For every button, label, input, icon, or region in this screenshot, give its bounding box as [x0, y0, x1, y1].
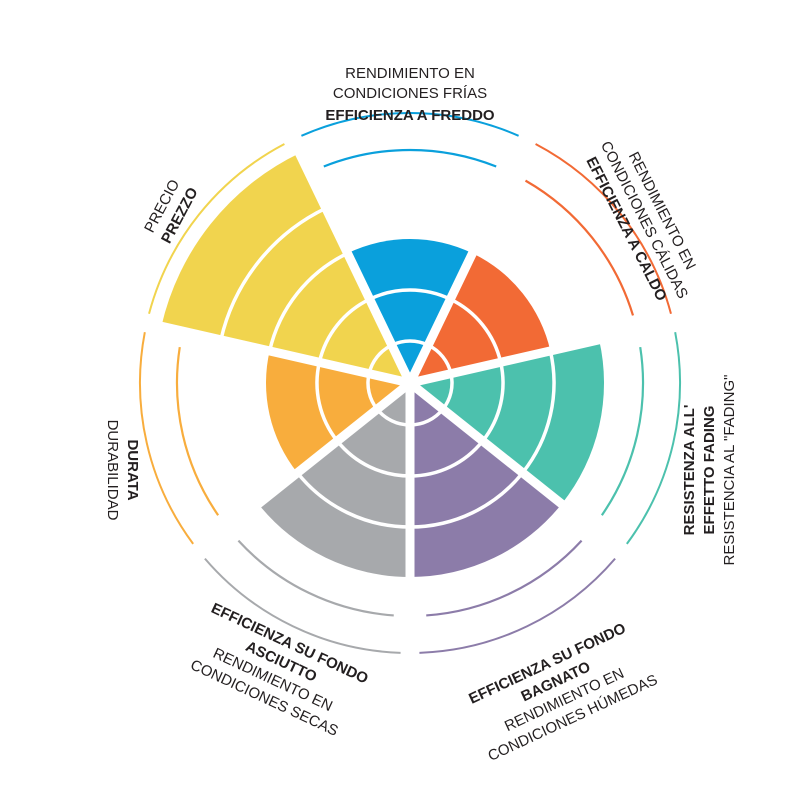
- ring-arc-1-2: [368, 288, 452, 301]
- sector-6: [266, 350, 410, 473]
- label-price: PRECIO PREZZO: [141, 177, 202, 247]
- outer-arc-7: [148, 143, 285, 315]
- spoke-4: [407, 379, 628, 558]
- guide-arc-5: [237, 539, 394, 617]
- spoke-7: [141, 317, 412, 388]
- label-durata: DURATA DURABILIDAD: [104, 420, 141, 521]
- label-durata-line2: DURABILIDAD: [104, 420, 121, 521]
- ring-arc-4-3: [409, 471, 524, 529]
- outer-arc-3: [626, 331, 681, 545]
- ring-arc-3-3: [521, 350, 556, 474]
- guide-arc-1: [323, 148, 497, 168]
- sector-5: [258, 383, 410, 577]
- ring-arc-5-3: [296, 471, 411, 529]
- label-wet: EFFICIENZA SU FONDO BAGNATO RENDIMIENTO …: [466, 620, 660, 765]
- spoke-3: [408, 317, 679, 388]
- guide-arc-6: [175, 346, 220, 516]
- ring-arc-3-2: [481, 361, 505, 443]
- guide-arc-4: [426, 539, 583, 617]
- ring-arc-7-2: [317, 297, 371, 363]
- label-hot: RENDIMIENTO EN CONDICIONES CÁLIDAS EFFIC…: [582, 138, 698, 304]
- label-fading-line2: EFFETTO FADING: [701, 406, 718, 535]
- spoke-6: [192, 379, 413, 558]
- ring-arc-6-2: [315, 361, 339, 443]
- label-durata-line1: DURATA: [124, 439, 141, 500]
- ring-arc-2-2: [449, 297, 503, 363]
- spoke-1: [287, 134, 415, 385]
- ring-arc-5-2: [335, 439, 411, 478]
- outer-category-arcs: [139, 112, 681, 654]
- spoke-2: [405, 134, 533, 385]
- sector-1: [347, 238, 473, 383]
- outer-arc-6: [139, 331, 194, 545]
- outer-arc-1: [301, 112, 519, 137]
- label-cold: RENDIMIENTO EN CONDICIONES FRÍAS EFFICIE…: [325, 65, 494, 124]
- ring-arc-4-2: [409, 439, 485, 478]
- guide-arc-2: [524, 179, 635, 316]
- label-fading: RESISTENZA ALL' EFFETTO FADING RESISTENC…: [681, 375, 738, 566]
- outer-arc-5: [204, 557, 401, 654]
- label-cold-line3: EFFICIENZA A FREDDO: [325, 107, 494, 124]
- ring-arc-7-3: [267, 251, 349, 352]
- outer-arc-4: [419, 557, 616, 654]
- label-fading-line3: RESISTENCIA AL "FADING": [721, 375, 738, 566]
- outer-arc-2: [535, 143, 672, 315]
- sector-4: [410, 383, 562, 577]
- ring-arc-7-4: [219, 206, 327, 341]
- chart-sectors: [161, 153, 605, 577]
- guide-arc-3: [600, 346, 645, 516]
- label-dry: EFFICIENZA SU FONDO ASCIUTTO RENDIMIENTO…: [188, 600, 371, 740]
- label-cold-line2: CONDICIONES FRÍAS: [333, 85, 487, 102]
- label-cold-line1: RENDIMIENTO EN: [345, 65, 475, 82]
- sector-separators: [141, 134, 679, 657]
- sector-2: [410, 253, 551, 383]
- label-fading-line1: RESISTENZA ALL': [681, 405, 698, 536]
